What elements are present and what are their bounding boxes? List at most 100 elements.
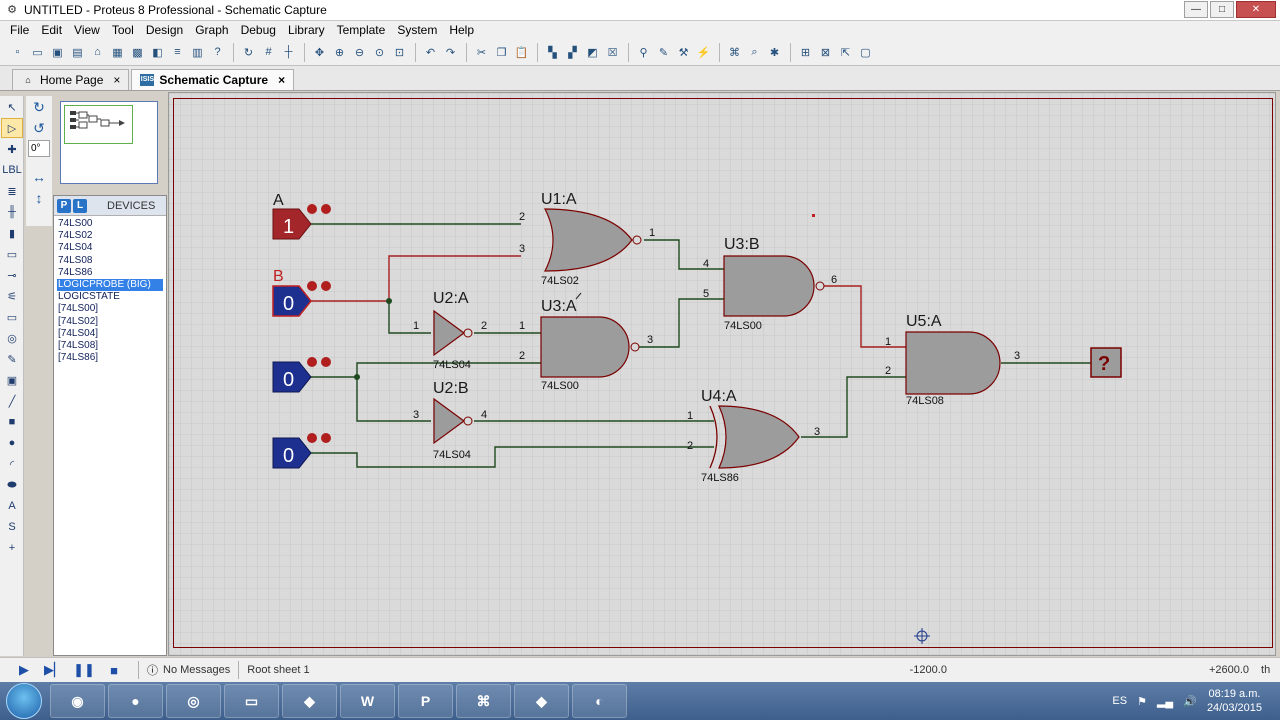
property-tool-icon[interactable]: ✱ — [769, 46, 780, 59]
source-code-icon[interactable]: ▥ — [192, 46, 203, 59]
menu-edit[interactable]: Edit — [41, 23, 63, 37]
open-folder-icon[interactable]: ▭ — [32, 46, 43, 59]
device-list-item[interactable]: 74LS02 — [58, 230, 93, 242]
redo-icon[interactable]: ↷ — [445, 46, 456, 59]
pcb-icon[interactable]: ▩ — [132, 46, 143, 59]
block-move-icon[interactable]: ▞ — [568, 46, 577, 59]
menu-file[interactable]: File — [10, 23, 30, 37]
rotate-clockwise-icon[interactable]: ↻ — [33, 99, 45, 115]
terminals-icon[interactable]: ▭ — [6, 248, 18, 261]
help-icon[interactable]: ? — [214, 46, 221, 58]
menu-tool[interactable]: Tool — [111, 23, 134, 37]
proteus-icon[interactable]: ◎ — [166, 684, 221, 718]
gate-u3b[interactable]: U3:B 4 5 6 74LS00 — [703, 236, 837, 332]
action-center-icon[interactable]: ⚑ — [1137, 695, 1147, 708]
menu-system[interactable]: System — [397, 23, 438, 37]
tab-schematic-capture[interactable]: ISIS Schematic Capture × — [131, 69, 295, 90]
device-list-item[interactable]: 74LS04 — [58, 242, 93, 254]
step-icon[interactable]: ▶▏ — [44, 662, 64, 677]
buses-icon[interactable]: ╫ — [8, 206, 16, 218]
device-list-item[interactable]: [74LS00] — [58, 303, 99, 315]
line-icon[interactable]: ╱ — [8, 395, 16, 408]
logicstate-b[interactable]: B 0 — [272, 268, 331, 317]
wire-autorouter-icon[interactable]: ⌘ — [729, 46, 740, 59]
remove-sheet-icon[interactable]: ⊠ — [820, 46, 831, 59]
tab-home-page[interactable]: ⌂ Home Page × — [12, 69, 130, 90]
close-project-icon[interactable]: ▤ — [72, 46, 83, 59]
firefox-icon[interactable]: ● — [108, 684, 163, 718]
isis-icon[interactable]: ◆ — [282, 684, 337, 718]
grid-icon[interactable]: # — [265, 46, 272, 58]
word-icon[interactable]: W — [340, 684, 395, 718]
zoom-all-icon[interactable]: ⊙ — [374, 46, 385, 59]
proteus-app-icon[interactable]: ⚙ — [7, 4, 17, 16]
device-list-item[interactable]: LOGICSTATE — [58, 291, 120, 303]
gate-u4a[interactable]: U4:A 1 2 3 74LS86 — [687, 388, 820, 484]
home-page-icon[interactable]: ⌂ — [94, 46, 101, 58]
stop-icon[interactable]: ■ — [110, 662, 118, 678]
marker-icon[interactable]: + — [8, 542, 16, 554]
copy-icon[interactable]: ❐ — [496, 46, 507, 59]
pan-icon[interactable]: ✥ — [314, 46, 325, 59]
new-file-icon[interactable]: ▫ — [15, 46, 20, 58]
netlist-icon[interactable]: ▢ — [860, 46, 871, 59]
path-icon[interactable]: ⬬ — [7, 478, 17, 491]
paste-icon[interactable]: 📋 — [514, 46, 529, 59]
powerpoint-icon[interactable]: P — [398, 684, 453, 718]
undo-icon[interactable]: ↶ — [425, 46, 436, 59]
start-button[interactable] — [6, 683, 42, 719]
gate-u2a[interactable]: U2:A 1 2 74LS04 — [413, 290, 487, 371]
device-list-item[interactable]: 74LS00 — [58, 218, 93, 229]
logic-probe[interactable]: ? — [1090, 347, 1122, 378]
menu-design[interactable]: Design — [145, 23, 184, 37]
menu-debug[interactable]: Debug — [240, 23, 276, 37]
library-manager-button[interactable]: L — [73, 198, 87, 213]
cut-icon[interactable]: ✂ — [476, 46, 487, 59]
symbol-icon[interactable]: S — [8, 521, 16, 533]
clock[interactable]: 08:19 a.m. 24/03/2015 — [1207, 687, 1262, 715]
menu-template[interactable]: Template — [336, 23, 386, 37]
chrome-icon[interactable]: ◉ — [50, 684, 105, 718]
volume-icon[interactable]: 🔊 — [1183, 695, 1197, 708]
new-sheet-icon[interactable]: ⊞ — [800, 46, 811, 59]
junction-dot-icon[interactable]: ✚ — [7, 143, 17, 156]
text-script-icon[interactable]: ≣ — [7, 185, 17, 198]
zoom-in-icon[interactable]: ⊕ — [334, 46, 345, 59]
device-list-item[interactable]: 74LS08 — [58, 254, 93, 266]
bom-icon[interactable]: ≡ — [174, 46, 181, 58]
overview-window[interactable] — [60, 101, 158, 184]
save-icon[interactable]: ▣ — [52, 46, 63, 59]
mirror-vertical-icon[interactable]: ↕ — [35, 189, 43, 206]
arc-icon[interactable]: ◜ — [9, 458, 15, 471]
make-device-icon[interactable]: ✎ — [658, 46, 669, 59]
messages-status[interactable]: No Messages — [163, 664, 231, 676]
close-tab-icon[interactable]: × — [113, 73, 121, 87]
network-icon[interactable]: ▂▄ — [1156, 695, 1174, 708]
overview-viewport[interactable] — [64, 105, 133, 144]
exit-parent-icon[interactable]: ⇱ — [840, 46, 851, 59]
refresh-icon[interactable]: ↻ — [243, 46, 254, 59]
zoom-area-icon[interactable]: ⊡ — [394, 46, 405, 59]
selection-mode-icon[interactable]: ↖ — [7, 101, 17, 114]
explorer-icon[interactable]: ▭ — [224, 684, 279, 718]
graph-icon[interactable]: ⚟ — [7, 290, 17, 303]
circle-icon[interactable]: ● — [8, 437, 16, 449]
subcircuit-icon[interactable]: ▮ — [8, 227, 16, 240]
device-list-item[interactable]: 74LS86 — [58, 266, 93, 278]
schematic-canvas[interactable]: A 1 B 0 0 0 U1:A — [168, 92, 1276, 656]
gate-u3a[interactable]: U3:A 1 2 3 74LS00 — [519, 298, 653, 392]
zoom-out-icon[interactable]: ⊖ — [354, 46, 365, 59]
maximize-button[interactable]: □ — [1210, 1, 1234, 18]
device-list-item[interactable]: [74LS86] — [58, 352, 99, 364]
block-copy-icon[interactable]: ▚ — [548, 46, 557, 59]
package-tool-icon[interactable]: ⚒ — [678, 46, 689, 59]
tape-recorder-icon[interactable]: ▭ — [6, 311, 18, 324]
device-list-item[interactable]: LOGICPROBE (BIG) — [57, 278, 163, 292]
generator-icon[interactable]: ◎ — [7, 332, 17, 345]
ares-icon[interactable]: ◆ — [514, 684, 569, 718]
wire-label-icon[interactable]: LBL — [2, 164, 22, 176]
minimize-button[interactable]: — — [1184, 1, 1208, 18]
text-icon[interactable]: A — [8, 500, 16, 512]
gallery-icon[interactable]: ◧ — [152, 46, 163, 59]
box-icon[interactable]: ■ — [8, 416, 16, 428]
